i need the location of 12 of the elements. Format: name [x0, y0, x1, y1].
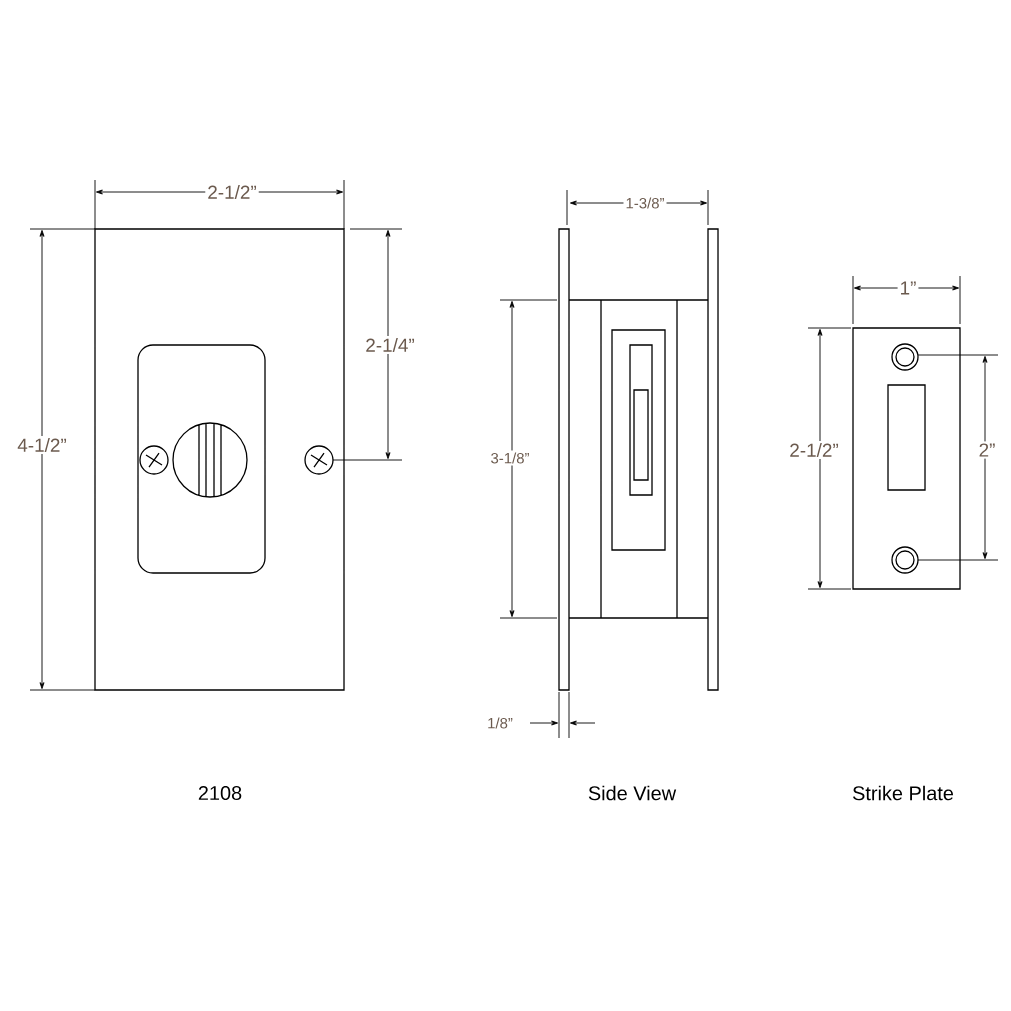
view-caption: 2108: [198, 785, 242, 801]
dimension-label: 2-1/4”: [363, 336, 417, 354]
view-caption: Side View: [588, 785, 677, 801]
dimension-label: 1”: [897, 279, 919, 297]
dimension-label: 1/8”: [485, 715, 515, 731]
dimension-label: 2-1/2”: [205, 183, 259, 201]
dimension-label: 4-1/2”: [15, 436, 69, 454]
dimension-label: 2-1/2”: [787, 441, 841, 459]
dimension-label: 1-3/8”: [623, 195, 667, 211]
dimension-label: 3-1/8”: [488, 450, 532, 466]
dimension-label: 2”: [976, 441, 998, 459]
view-caption: Strike Plate: [852, 785, 954, 801]
